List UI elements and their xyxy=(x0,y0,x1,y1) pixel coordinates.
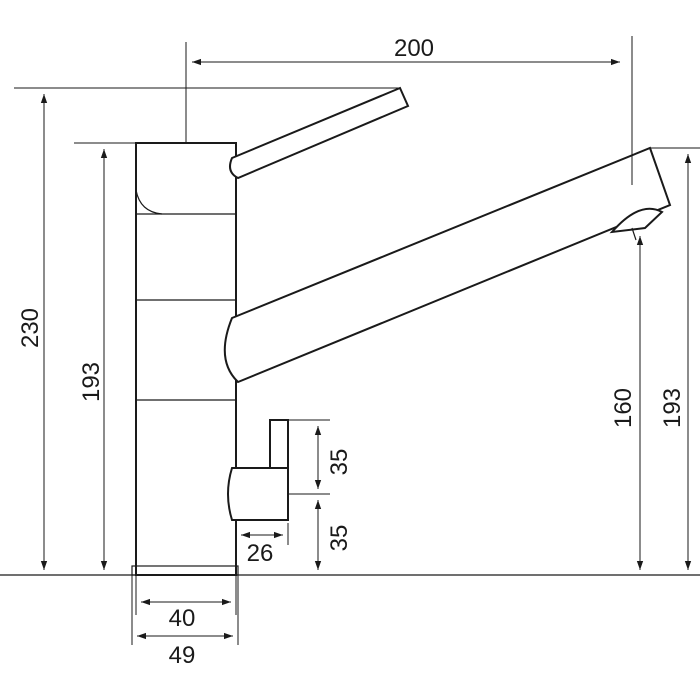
label-body-height: 193 xyxy=(78,362,105,402)
label-base-inner: 40 xyxy=(169,605,196,632)
label-valve-upper: 35 xyxy=(326,449,353,476)
label-spout-reach: 200 xyxy=(394,35,434,62)
label-outlet-height: 160 xyxy=(610,388,637,428)
label-overall-height: 230 xyxy=(17,308,44,348)
side-valve xyxy=(227,419,289,521)
lever-handle xyxy=(229,86,410,180)
label-valve-lower: 35 xyxy=(326,525,353,552)
label-valve-width: 26 xyxy=(247,540,274,567)
label-spout-height: 193 xyxy=(659,388,686,428)
label-base-outer: 49 xyxy=(169,642,196,669)
extension-lines xyxy=(14,36,700,645)
spout xyxy=(223,146,672,384)
faucet-body xyxy=(131,142,239,576)
